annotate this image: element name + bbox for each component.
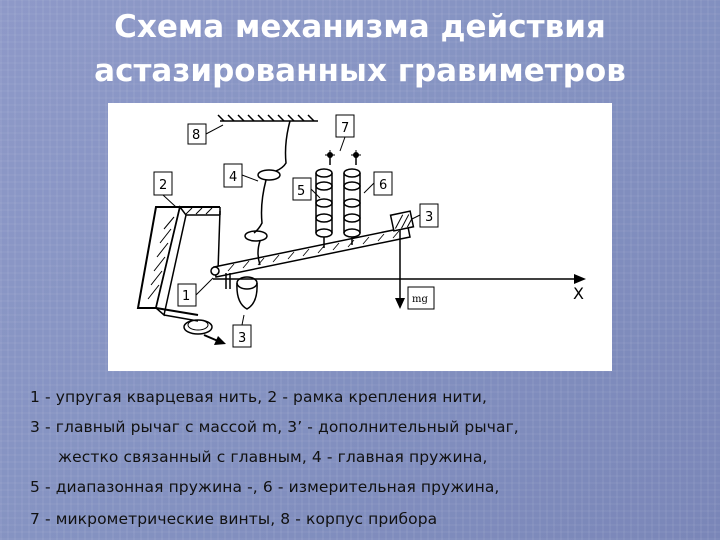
label-1: 1 [182, 289, 190, 304]
legend-line-5: 7 - микрометрические винты, 8 - корпус п… [30, 510, 438, 528]
title-line-1: Схема механизма действия [114, 9, 606, 45]
x-axis [213, 274, 586, 284]
main-lever-3 [210, 210, 415, 278]
title-line-2: астазированных гравиметров [94, 53, 626, 89]
label-8: 8 [192, 128, 200, 143]
label-3-main: 3 [425, 210, 433, 225]
legend-line-1: 1 - упругая кварцевая нить, 2 - рамка кр… [30, 388, 487, 406]
label-3-prime: 3 [238, 331, 246, 346]
legend-line-3: жестко связанный с главным, 4 - главная … [58, 448, 488, 466]
micrometer-screws-7 [325, 150, 361, 160]
frame-2 [136, 205, 221, 322]
label-mg: mg [412, 294, 428, 305]
housing-ceiling [217, 114, 318, 122]
label-4: 4 [229, 170, 237, 185]
label-6: 6 [379, 178, 387, 193]
label-box-mg [407, 286, 435, 310]
legend-line-2: 3 - главный рычаг с массой m, 3’ - допол… [30, 418, 519, 436]
label-2: 2 [159, 178, 167, 193]
label-x-axis: X [573, 284, 584, 303]
mechanism-diagram: 8 7 2 4 5 6 3 1 3 mg X [108, 103, 612, 371]
gravity-arrow [395, 229, 405, 309]
springs-5-6 [315, 156, 361, 248]
diagram-svg: 8 7 2 4 5 6 3 1 3 mg X [136, 114, 586, 348]
label-7: 7 [341, 121, 349, 136]
leader-lines [162, 124, 421, 326]
main-spring-4 [244, 120, 291, 266]
aux-lever-3-prime [225, 273, 258, 310]
quartz-thread-1 [183, 319, 226, 345]
legend-line-4: 5 - диапазонная пружина -, 6 - измерител… [30, 478, 500, 496]
label-5: 5 [297, 184, 305, 199]
